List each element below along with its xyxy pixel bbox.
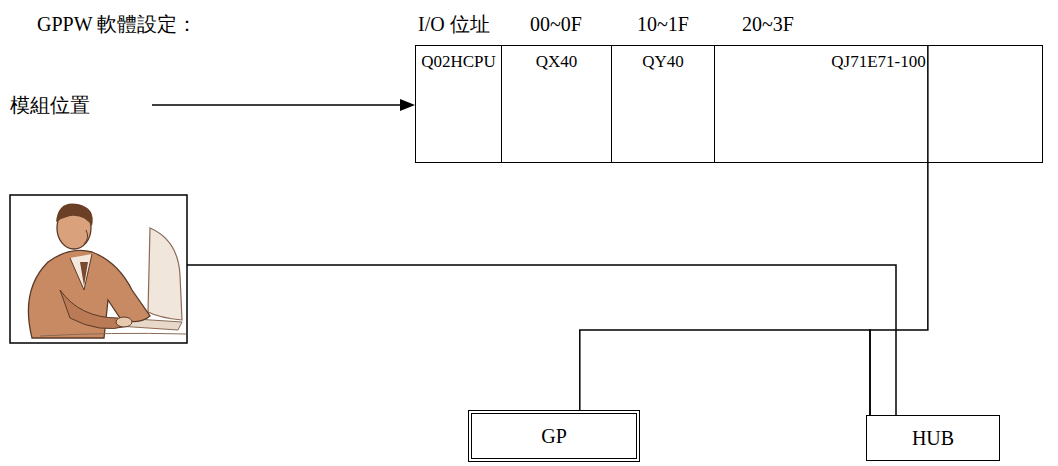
node-text: QJ71E71-100 xyxy=(831,52,925,71)
section-heading: GPPW 軟體設定： xyxy=(37,12,197,36)
network-cable xyxy=(870,45,928,415)
output-module: QY40 xyxy=(611,45,715,163)
operator-illustration xyxy=(10,195,187,343)
callout-label: 模組位置 xyxy=(10,93,90,117)
arrow-head xyxy=(400,99,415,111)
input-module: QX40 xyxy=(501,45,612,163)
address-range: 20~3F xyxy=(742,12,794,36)
node-text: QY40 xyxy=(642,52,684,71)
address-range: 00~0F xyxy=(530,12,582,36)
cpu-module: Q02HCPU xyxy=(415,45,502,163)
column-heading: I/O 位址 xyxy=(418,12,490,36)
address-range: 10~1F xyxy=(637,12,689,36)
gp-terminal: GP xyxy=(468,410,640,462)
node-text: Q02HCPU xyxy=(421,52,496,71)
leader-arrow xyxy=(152,104,402,106)
network-cable xyxy=(580,330,870,415)
ethernet-module: QJ71E71-100 xyxy=(714,45,1043,163)
node-text: GP xyxy=(541,425,567,448)
node-text: QX40 xyxy=(536,52,578,71)
node-text: HUB xyxy=(912,427,954,450)
network-cable xyxy=(187,265,896,415)
hub-box: HUB xyxy=(866,415,1000,461)
